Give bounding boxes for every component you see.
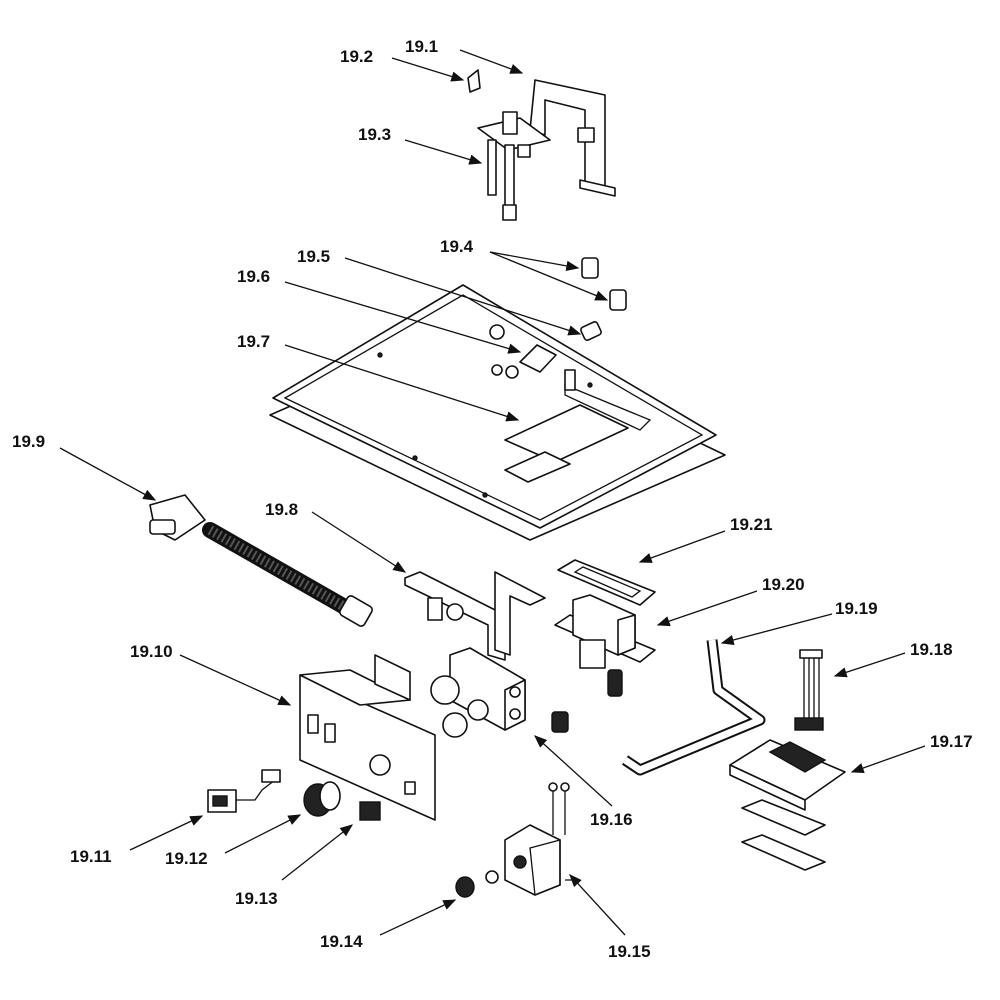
part-gas-hose [149,494,373,627]
part-valve-fitting [551,711,569,733]
leader-arrows [59,49,926,936]
part-wire-harness [794,649,824,731]
label-19-2: 19.2 [340,47,373,66]
label-19-11: 19.11 [70,847,112,866]
part-control-panel [299,654,436,821]
label-19-10: 19.10 [130,642,173,661]
label-19-15: 19.15 [608,942,651,961]
label-19-1: 19.1 [405,37,438,56]
label-19-8: 19.8 [265,500,298,519]
label-19-9: 19.9 [12,432,45,451]
part-manifold-block [554,594,656,697]
label-19-14: 19.14 [320,932,363,951]
label-19-19: 19.19 [835,599,878,618]
part-elbow [580,321,602,341]
part-switch [207,769,281,813]
part-knob-cap [455,870,499,898]
part-pilot-assembly [477,111,551,221]
part-burner-tray [269,284,726,541]
part-valve-bracket [404,571,546,661]
label-19-5: 19.5 [297,247,330,266]
callout-labels: 19.1 19.2 19.3 19.4 19.5 19.6 19.7 19.8 … [12,37,973,961]
part-gas-valve [430,647,526,738]
part-thermostat [504,782,575,896]
part-fittings [581,257,627,311]
part-clip [467,69,481,93]
part-gasket [557,559,656,606]
part-indicator [359,801,381,821]
label-19-18: 19.18 [910,640,953,659]
label-19-21: 19.21 [730,515,773,534]
label-19-4: 19.4 [440,237,474,256]
label-19-16: 19.16 [590,810,633,829]
label-19-3: 19.3 [358,125,391,144]
label-19-20: 19.20 [762,575,805,594]
label-19-7: 19.7 [237,332,270,351]
part-control-module [729,739,846,871]
label-19-12: 19.12 [165,849,208,868]
label-19-6: 19.6 [237,267,270,286]
part-knob [303,781,341,817]
label-19-17: 19.17 [930,732,973,751]
label-19-13: 19.13 [235,889,278,908]
part-pilot-bracket [529,79,616,197]
